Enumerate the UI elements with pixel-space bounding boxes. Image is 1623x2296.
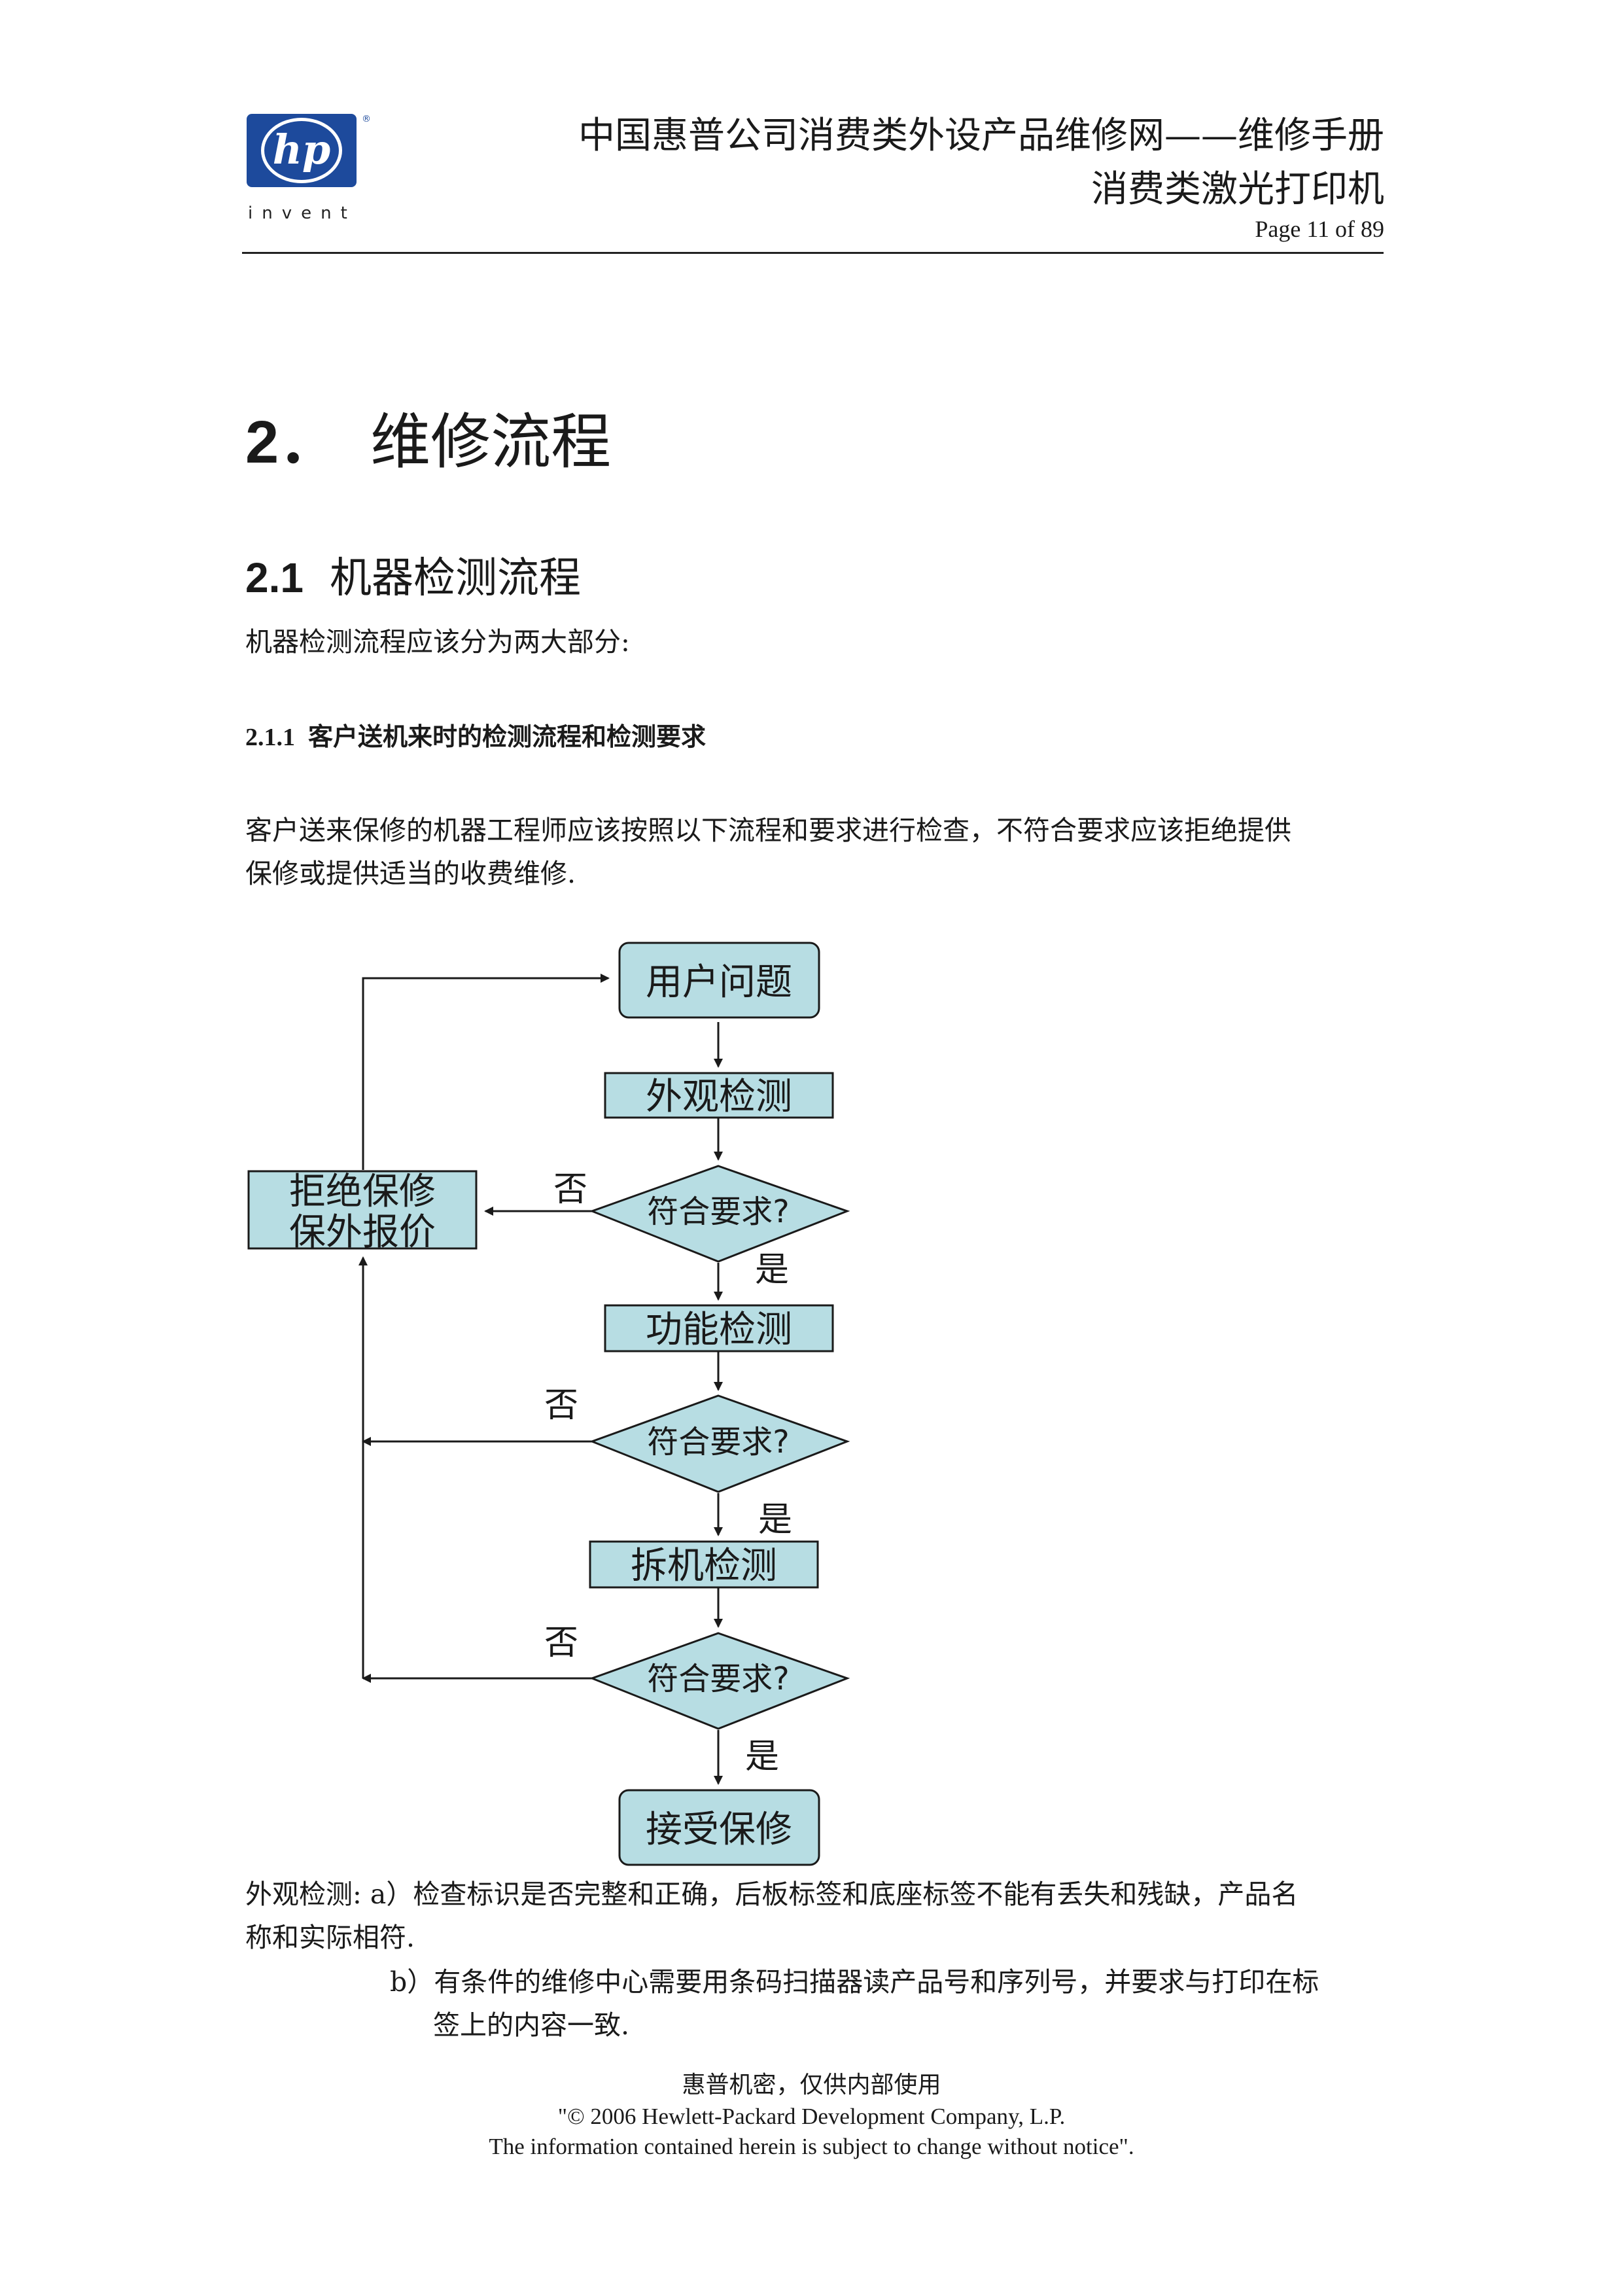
- flow-reject-box: [247, 1170, 478, 1250]
- flow-start-box: [618, 942, 820, 1019]
- flow-decision-3-no-label: 否: [544, 1623, 578, 1663]
- note-a-marker: a）: [370, 1879, 413, 1910]
- subsubsection-heading: 2.1.1 客户送机来时的检测流程和检测要求: [245, 717, 706, 757]
- section-heading: 2． 维修流程: [245, 399, 611, 485]
- note-b-marker: b）: [390, 1966, 434, 1998]
- flow-start-label: 用户问题: [646, 961, 792, 1004]
- flow-step-function-label: 功能检测: [646, 1309, 792, 1351]
- flow-decision-2: [589, 1394, 850, 1493]
- flow-end-label: 接受保修: [646, 1809, 792, 1851]
- paragraph-line-1: 客户送来保修的机器工程师应该按照以下流程和要求进行检查，不符合要求应该拒绝提供: [245, 815, 1291, 846]
- subsection-title: 机器检测流程: [329, 554, 581, 603]
- flow-decision-2-no-label: 否: [544, 1386, 578, 1425]
- note-b-line-2: 签上的内容一致.: [433, 2009, 630, 2041]
- note-a-line-1: 外观检测: a）检查标识是否完整和正确，后板标签和底座标签不能有丢失和残缺，产品…: [245, 1873, 1298, 1916]
- flow-reject-label-2: 保外报价: [289, 1211, 436, 1254]
- note-b-text-1: 有条件的维修中心需要用条码扫描器读产品号和序列号，并要求与打印在标: [434, 1966, 1319, 1998]
- flow-decision-3-label: 符合要求?: [647, 1661, 789, 1697]
- svg-text:hp: hp: [273, 126, 330, 173]
- flow-step-disassembly-label: 拆机检测: [631, 1545, 777, 1587]
- flow-step-appearance-box: [604, 1072, 834, 1119]
- flow-decision-1: [589, 1165, 850, 1263]
- subsubsection-title: 客户送机来时的检测流程和检测要求: [308, 722, 707, 751]
- svg-text:®: ®: [362, 114, 370, 124]
- page-number: Page 11 of 89: [1255, 216, 1384, 242]
- flow-decision-2-yes-label: 是: [758, 1500, 792, 1540]
- paragraph-line-2: 保修或提供适当的收费维修.: [245, 858, 576, 889]
- flow-connectors: [358, 974, 723, 1785]
- flow-decision-2-label: 符合要求?: [647, 1424, 789, 1460]
- section-title: 维修流程: [370, 407, 612, 477]
- flow-decision-1-yes-label: 是: [755, 1250, 789, 1290]
- note-label: 外观检测:: [245, 1879, 362, 1910]
- flow-decision-3: [589, 1632, 850, 1730]
- footer-notice: The information contained herein is subj…: [489, 2134, 1134, 2159]
- flow-step-appearance-label: 外观检测: [646, 1076, 792, 1118]
- flow-step-function-box: [604, 1304, 834, 1352]
- flow-reject-label-1: 拒绝保修: [289, 1171, 436, 1213]
- header-divider: [242, 252, 1384, 254]
- header-title: 中国惠普公司消费类外设产品维修网——维修手册: [578, 115, 1384, 157]
- footer-copyright: "© 2006 Hewlett-Packard Development Comp…: [557, 2104, 1066, 2129]
- flow-decision-1-label: 符合要求?: [647, 1193, 789, 1230]
- flow-decision-1-no-label: 否: [553, 1170, 587, 1209]
- subsection-number: 2.1: [245, 554, 304, 601]
- hp-logo: hp ® invent: [245, 113, 371, 232]
- note-a-text-1: 检查标识是否完整和正确，后板标签和底座标签不能有丢失和残缺，产品名: [413, 1879, 1299, 1910]
- flow-end-box: [618, 1789, 820, 1866]
- flow-decision-3-yes-label: 是: [745, 1737, 779, 1776]
- flow-step-disassembly-box: [589, 1540, 819, 1589]
- subsubsection-number: 2.1.1: [245, 724, 295, 751]
- logo-invent-text: invent: [248, 203, 357, 223]
- section-number: 2．: [245, 409, 340, 476]
- note-b-line-1: b）有条件的维修中心需要用条码扫描器读产品号和序列号，并要求与打印在标: [390, 1960, 1319, 2004]
- intro-text: 机器检测流程应该分为两大部分:: [245, 626, 630, 658]
- note-a-line-2: 称和实际相符.: [245, 1922, 415, 1953]
- subsection-heading: 2.1 机器检测流程: [245, 548, 581, 608]
- footer-confidential: 惠普机密，仅供内部使用: [682, 2072, 941, 2098]
- header-subtitle: 消费类激光打印机: [1091, 168, 1384, 211]
- arrow-reject-to-start: [362, 974, 610, 1170]
